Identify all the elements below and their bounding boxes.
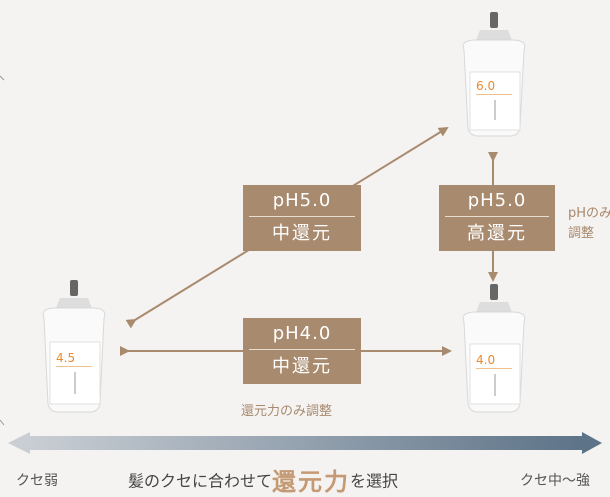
bottle-left: 4.5 [42, 280, 106, 413]
scale-right-label: クセ中〜強 [520, 473, 590, 489]
bottle-right: 4.0 [462, 284, 526, 413]
footer-headline-emph: 還元力 [272, 468, 351, 496]
vertical-note-2: 調整 [568, 226, 595, 241]
svg-text:4.0: 4.0 [476, 353, 495, 367]
label-vertical-ph: pH5.0 [445, 185, 549, 217]
scale-left-label: クセ弱 [16, 473, 58, 489]
svg-text:4.5: 4.5 [56, 351, 75, 365]
label-diagonal: pH5.0 中還元 [243, 185, 361, 251]
svg-text:6.0: 6.0 [476, 79, 495, 93]
label-vertical: pH5.0 高還元 [439, 185, 555, 251]
footer-headline-post: を選択 [350, 471, 399, 491]
label-diagonal-strength: 中還元 [272, 223, 332, 244]
vertical-note-1: pHのみ [568, 206, 610, 221]
label-horizontal-strength: 中還元 [272, 356, 332, 377]
label-diagonal-ph: pH5.0 [249, 185, 355, 217]
label-horizontal-ph: pH4.0 [249, 318, 355, 350]
bottle-top: 6.0 [462, 12, 526, 137]
footer-headline-pre: 髪のクセに合わせて [128, 471, 273, 491]
label-horizontal: pH4.0 中還元 [243, 318, 361, 384]
horizontal-note: 還元力のみ調整 [241, 404, 333, 419]
footer-headline: 髪のクセに合わせて還元力を選択 [128, 462, 398, 497]
label-vertical-strength: 高還元 [467, 223, 527, 244]
scale-bar [8, 432, 602, 454]
